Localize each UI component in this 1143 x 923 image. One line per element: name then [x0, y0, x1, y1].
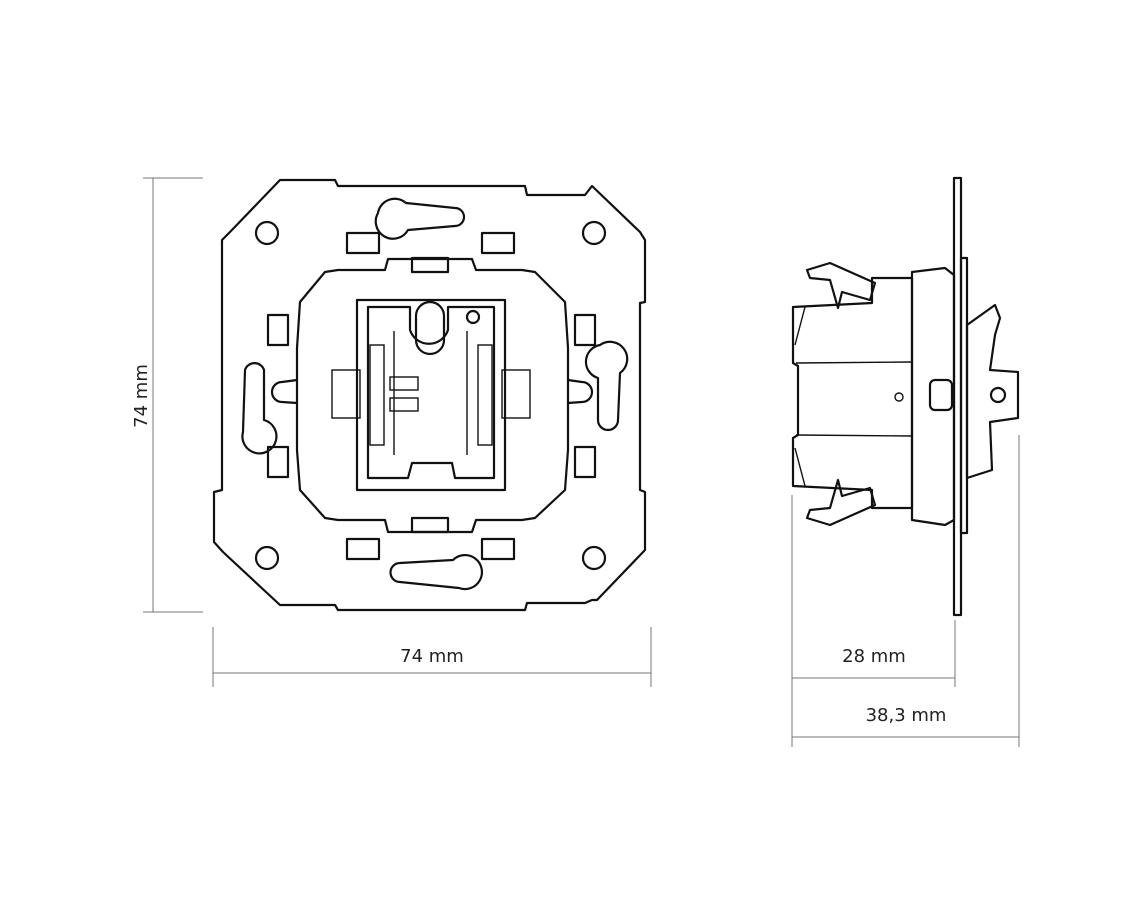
screw-hole-top-right [581, 220, 607, 246]
rocker-pivot [928, 378, 954, 412]
rocker-hole [989, 386, 1007, 404]
spring-claw-bottom [805, 478, 877, 527]
keyhole-slot-top [374, 197, 466, 240]
switch-pivot [414, 300, 446, 356]
screw-hole-bottom-left [254, 545, 280, 571]
mechanism-frame [295, 257, 570, 534]
mechanism-insert [366, 305, 496, 480]
keyhole-slot-bottom [389, 553, 484, 591]
side-depth-label: 28 mm [842, 646, 906, 667]
contact-terminals [331, 331, 531, 455]
body-seams [794, 306, 913, 487]
spring-claw-top [805, 261, 877, 310]
indicator-hole [465, 309, 481, 325]
dimension-lines [143, 177, 1020, 747]
rocker-mechanism [965, 303, 1020, 480]
mechanism-core [355, 298, 507, 492]
screw-hole-top-left [254, 220, 280, 246]
screw-hole-bottom-right [581, 545, 607, 571]
side-front-housing [910, 266, 956, 527]
keyhole-slot-left [241, 362, 278, 455]
front-height-label: 74 mm [131, 364, 152, 428]
side-view [791, 176, 1020, 617]
front-width-label: 74 mm [400, 646, 464, 667]
terminal-screw-icon [894, 392, 904, 402]
side-clip-left [270, 378, 298, 405]
side-body [791, 276, 914, 510]
mounting-plate-outline [212, 178, 647, 612]
rectangular-slots [266, 231, 597, 561]
keyhole-slot-right [584, 340, 629, 432]
side-clip-right [567, 378, 594, 405]
front-view [212, 178, 647, 612]
side-total-depth-label: 38,3 mm [866, 705, 947, 726]
